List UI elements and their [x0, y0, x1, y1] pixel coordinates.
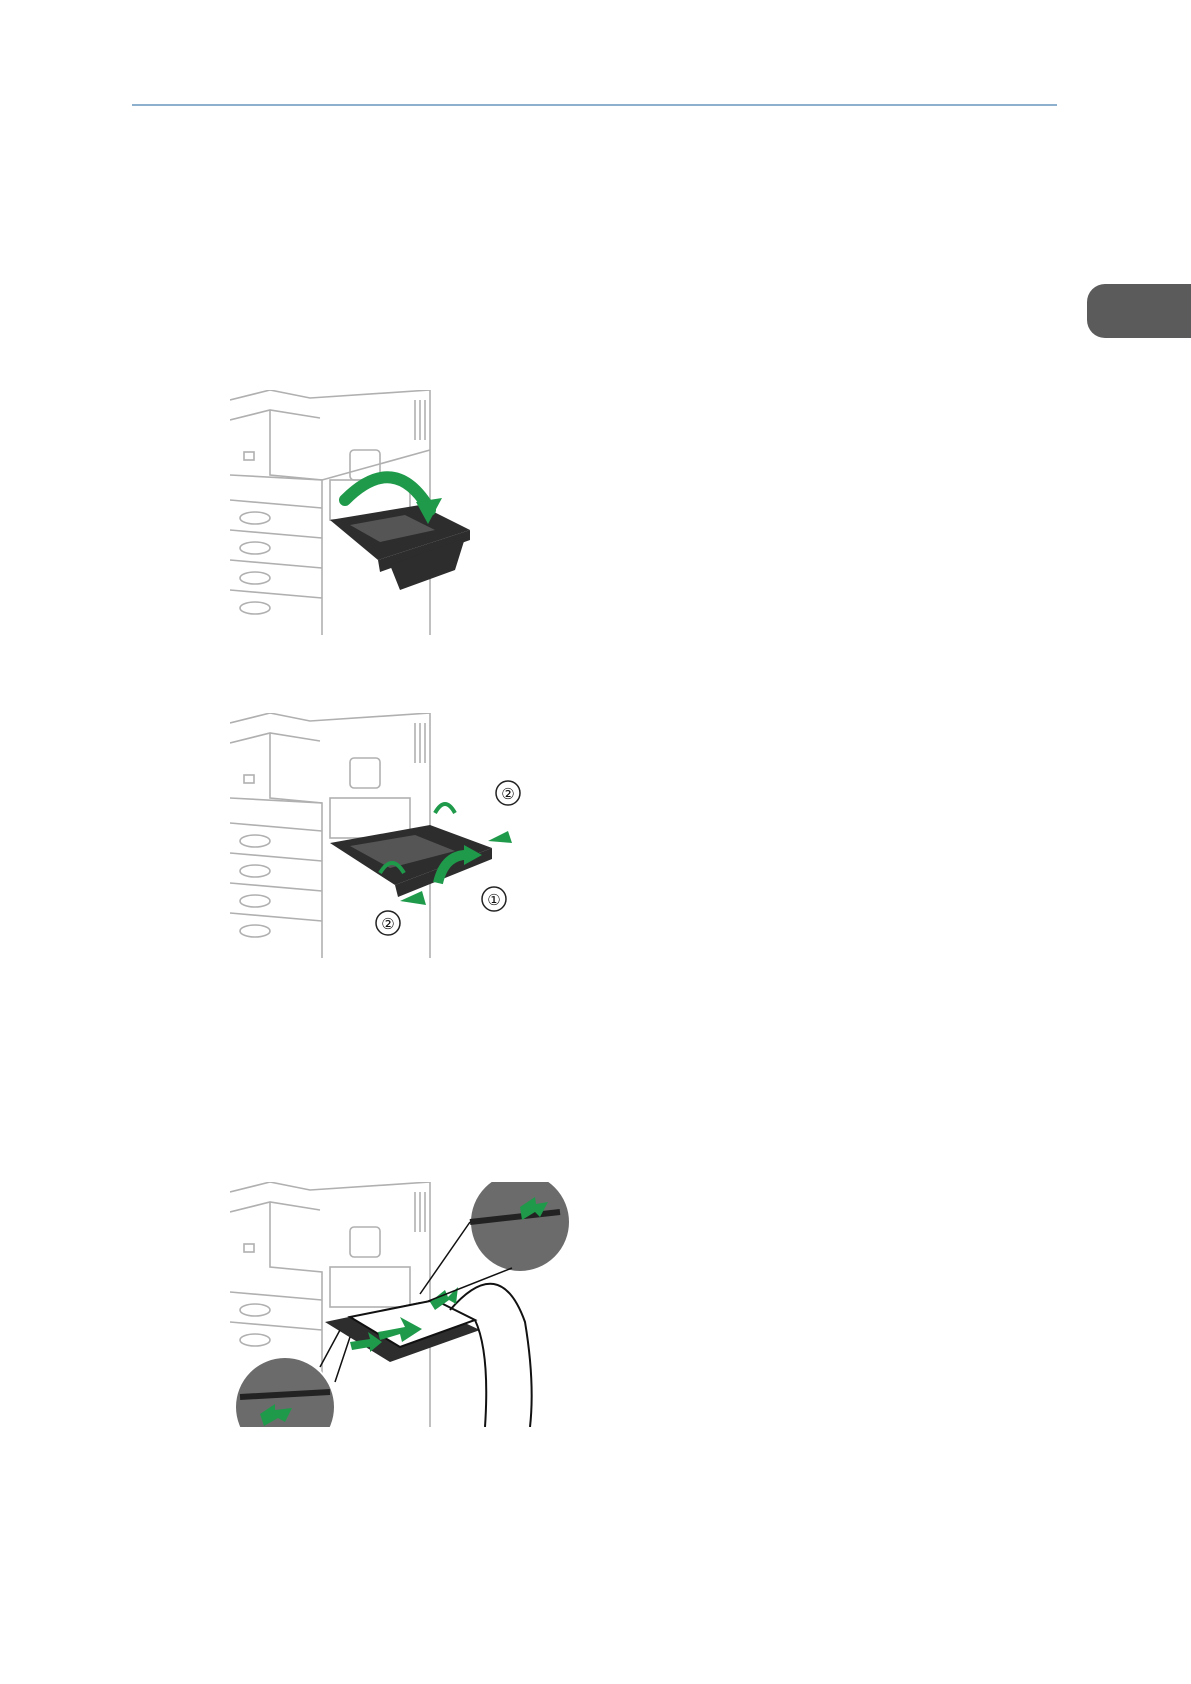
callout-2-bottom: ②: [381, 915, 394, 933]
callout-1: ①: [487, 891, 500, 909]
figure-open-tray: [230, 390, 490, 635]
figure-extend-tray: ② ① ②: [230, 713, 560, 958]
tray-extend-illustration-icon: ② ① ②: [230, 713, 560, 958]
callout-2-top: ②: [501, 785, 514, 803]
chapter-tab[interactable]: [1087, 284, 1191, 338]
header-rule: [132, 104, 1057, 106]
figure-load-paper: [230, 1182, 575, 1427]
tray-open-illustration-icon: [230, 390, 490, 635]
paper-load-illustration-icon: [230, 1182, 575, 1427]
